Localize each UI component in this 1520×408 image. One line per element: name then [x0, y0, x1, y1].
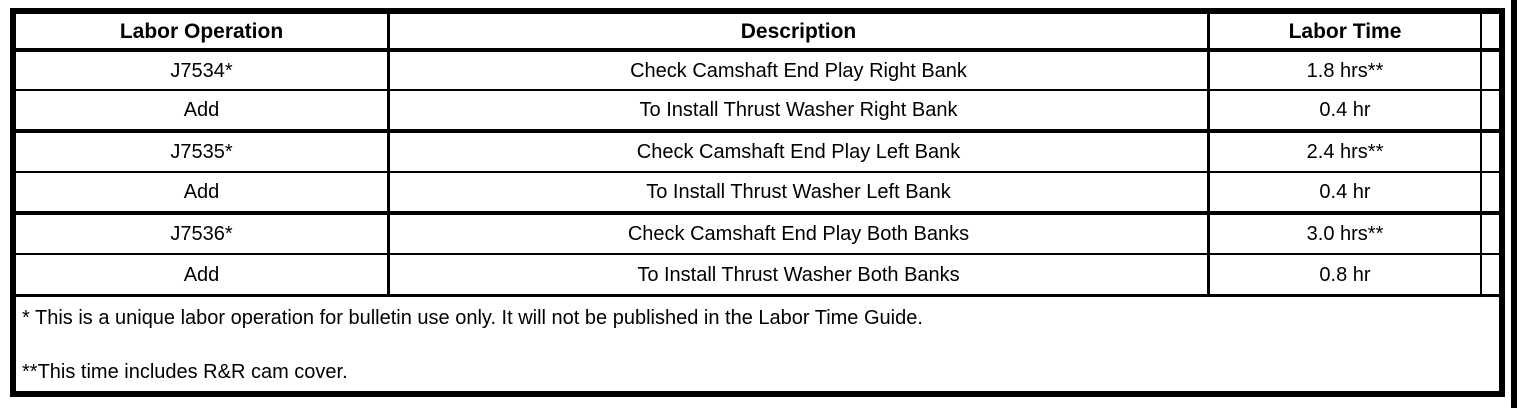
spacer-cell	[1482, 173, 1499, 211]
footnote-unique-operation: * This is a unique labor operation for b…	[22, 307, 923, 329]
cell-labor-time: 2.4 hrs**	[1210, 133, 1482, 171]
spacer-cell	[1482, 91, 1499, 129]
header-spacer-cell	[1482, 14, 1499, 48]
cell-description: Check Camshaft End Play Both Banks	[390, 215, 1210, 253]
cell-labor-time: 0.4 hr	[1210, 173, 1482, 211]
column-header-description: Description	[390, 14, 1210, 48]
cell-labor-operation: Add	[16, 255, 390, 294]
cell-labor-operation: Add	[16, 91, 390, 129]
labor-time-table: Labor Operation Description Labor Time J…	[10, 8, 1505, 397]
cell-labor-operation: J7534*	[16, 52, 390, 89]
cell-labor-time: 0.4 hr	[1210, 91, 1482, 129]
cell-labor-operation: Add	[16, 173, 390, 211]
cell-description: Check Camshaft End Play Right Bank	[390, 52, 1210, 89]
cell-description: To Install Thrust Washer Both Banks	[390, 255, 1210, 294]
spacer-cell	[1482, 255, 1499, 294]
table-row: Add To Install Thrust Washer Both Banks …	[16, 255, 1499, 297]
cell-labor-time: 1.8 hrs**	[1210, 52, 1482, 89]
footnotes-section: * This is a unique labor operation for b…	[16, 297, 1499, 391]
table-row: Add To Install Thrust Washer Left Bank 0…	[16, 173, 1499, 215]
spacer-cell	[1482, 52, 1499, 89]
column-header-labor-operation: Labor Operation	[16, 14, 390, 48]
cell-description: To Install Thrust Washer Left Bank	[390, 173, 1210, 211]
table-header-row: Labor Operation Description Labor Time	[16, 14, 1499, 52]
table-row: J7536* Check Camshaft End Play Both Bank…	[16, 215, 1499, 255]
column-header-labor-time: Labor Time	[1210, 14, 1482, 48]
table-row: J7534* Check Camshaft End Play Right Ban…	[16, 52, 1499, 91]
spacer-cell	[1482, 133, 1499, 171]
cell-labor-time: 3.0 hrs**	[1210, 215, 1482, 253]
cell-labor-time: 0.8 hr	[1210, 255, 1482, 294]
cell-description: To Install Thrust Washer Right Bank	[390, 91, 1210, 129]
cell-labor-operation: J7536*	[16, 215, 390, 253]
table-row: Add To Install Thrust Washer Right Bank …	[16, 91, 1499, 133]
cell-labor-operation: J7535*	[16, 133, 390, 171]
cell-description: Check Camshaft End Play Left Bank	[390, 133, 1210, 171]
footnote-rr-cam-cover: **This time includes R&R cam cover.	[22, 361, 348, 383]
table-row: J7535* Check Camshaft End Play Left Bank…	[16, 133, 1499, 173]
spacer-cell	[1482, 215, 1499, 253]
right-page-border	[1511, 0, 1517, 408]
